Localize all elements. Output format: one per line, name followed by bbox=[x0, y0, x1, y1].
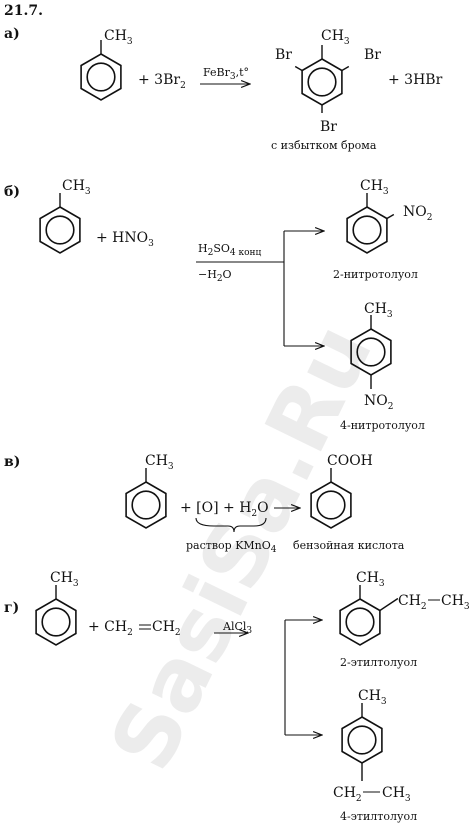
g-toluene-ring bbox=[35, 598, 77, 646]
section-v-label: в) bbox=[4, 454, 20, 470]
g-4-ethyltoluene-aromatic-circle bbox=[347, 725, 377, 755]
v-reactant-methyl: CH3 bbox=[145, 453, 174, 472]
v-brace bbox=[195, 517, 267, 533]
section-a-label: а) bbox=[4, 26, 20, 42]
a-product-br-right-bond bbox=[341, 65, 350, 72]
g-product1-name: 2-этилтолуол bbox=[340, 656, 417, 669]
b-condition-acid: H2SO4 конц bbox=[198, 242, 262, 258]
g-reactant-methyl: CH3 bbox=[50, 570, 79, 589]
a-product-br-left: Br bbox=[275, 47, 292, 63]
b-product2-nitro: NO2 bbox=[364, 393, 393, 412]
a-product-br-left-bond bbox=[294, 65, 303, 72]
a-note: с избытком брома bbox=[271, 139, 377, 152]
a-product-br-right: Br bbox=[364, 47, 381, 63]
g-product2-ch2: CH2 bbox=[333, 785, 362, 804]
problem-number: 21.7. bbox=[4, 3, 43, 19]
a-tribromotoluene-aromatic-circle bbox=[307, 67, 337, 97]
b-toluene-ring bbox=[39, 206, 81, 254]
b-product2-methyl: CH3 bbox=[364, 301, 393, 320]
g-reagent-ethylene-right: CH2 bbox=[152, 619, 181, 638]
v-toluene-ring bbox=[125, 481, 167, 529]
v-oxidant: + [O] + H2O bbox=[180, 500, 269, 519]
g-product2-ch3: CH3 bbox=[382, 785, 411, 804]
b-4-nitrotoluene-aromatic-circle bbox=[356, 337, 386, 367]
g-product2-methyl: CH3 bbox=[358, 688, 387, 707]
b-product1-nitro: NO2 bbox=[403, 204, 432, 223]
v-product-name: бензойная кислота bbox=[293, 539, 405, 552]
v-product-carboxyl: COOH bbox=[327, 453, 373, 469]
a-catalyst: FeBr3,t° bbox=[203, 66, 249, 82]
g-product2-name: 4-этилтолуол bbox=[340, 810, 417, 823]
b-condition-water: −H2O bbox=[198, 268, 232, 284]
a-byproduct: + 3HBr bbox=[388, 72, 443, 88]
g-product1-methyl: CH3 bbox=[356, 570, 385, 589]
b-reactant-methyl: CH3 bbox=[62, 178, 91, 197]
g-reagent-ethylene-left: + CH2 bbox=[88, 619, 133, 638]
a-reagent-bromine: + 3Br2 bbox=[138, 72, 186, 91]
v-toluene-aromatic-circle bbox=[131, 490, 161, 520]
bond-lines bbox=[55, 40, 399, 781]
b-product1-methyl: CH3 bbox=[360, 178, 389, 197]
g-toluene-aromatic-circle bbox=[41, 607, 71, 637]
a-product-br-bottom: Br bbox=[320, 119, 337, 135]
g-product1-ethyl-bond bbox=[379, 597, 399, 612]
a-toluene-ring bbox=[80, 53, 122, 101]
v-reagent-note: раствор KMnO4 bbox=[186, 539, 277, 555]
g-2-ethyltoluene-aromatic-circle bbox=[345, 607, 375, 637]
g-product1-ch2: CH2 bbox=[398, 593, 427, 612]
b-2-nitrotoluene-aromatic-circle bbox=[352, 215, 382, 245]
a-product-methyl: CH3 bbox=[321, 28, 350, 47]
v-benzoic-acid-ring bbox=[310, 481, 352, 529]
section-b-label: б) bbox=[4, 184, 20, 200]
b-product1-no2-bond bbox=[386, 213, 395, 220]
b-product1-name: 2-нитротолуол bbox=[333, 268, 418, 281]
b-toluene-aromatic-circle bbox=[45, 215, 75, 245]
a-toluene-aromatic-circle bbox=[86, 62, 116, 92]
g-product1-ch3: CH3 bbox=[441, 593, 470, 612]
b-product2-name: 4-нитротолуол bbox=[340, 419, 425, 432]
a-reactant-methyl: CH3 bbox=[104, 28, 133, 47]
b-reagent: + HNO3 bbox=[96, 230, 154, 249]
section-g-label: г) bbox=[4, 600, 19, 616]
v-benzoic-acid-aromatic-circle bbox=[316, 490, 346, 520]
